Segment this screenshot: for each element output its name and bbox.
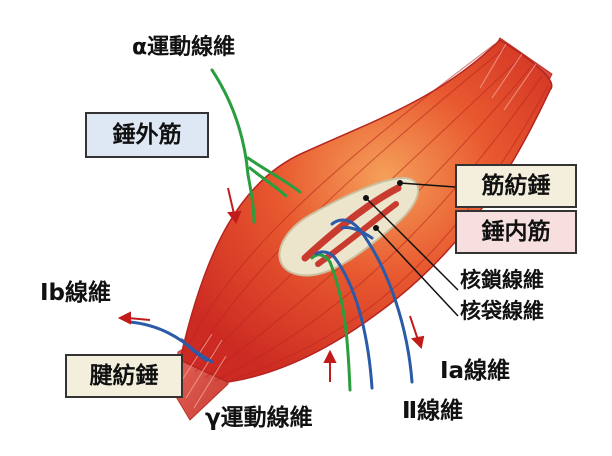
tendon-fibers	[181, 43, 537, 409]
box-extrafusal-muscle: 錘外筋	[85, 112, 209, 158]
alpha-motor-nerve	[210, 68, 302, 224]
label-nuclear-bag-fiber: 核袋線維	[460, 299, 544, 323]
ia-sensory-nerve	[330, 218, 414, 384]
label-gamma-motor-fiber: γ運動線維	[205, 405, 313, 431]
label-ia-fiber: Ⅰa線維	[440, 358, 511, 384]
direction-arrows	[117, 187, 425, 382]
label-ib-fiber: Ⅰb線維	[40, 280, 112, 306]
box-intrafusal-muscle: 錘内筋	[455, 210, 577, 254]
label-ii-fiber: Ⅱ線維	[402, 398, 464, 424]
leader-lines	[365, 182, 459, 317]
gamma-motor-nerve	[310, 253, 352, 392]
leader-dot-bag	[373, 225, 379, 231]
label-alpha-motor-fiber: α運動線維	[132, 35, 236, 60]
box-golgi-tendon-organ: 腱紡錘	[65, 354, 183, 398]
label-nuclear-chain-fiber: 核鎖線維	[460, 268, 544, 292]
ib-sensory-nerve	[128, 320, 214, 364]
leader-dot-spindle	[397, 180, 403, 186]
leader-dot-chain	[363, 195, 369, 201]
ii-sensory-nerve	[314, 250, 374, 390]
box-muscle-spindle: 筋紡錘	[455, 164, 577, 208]
